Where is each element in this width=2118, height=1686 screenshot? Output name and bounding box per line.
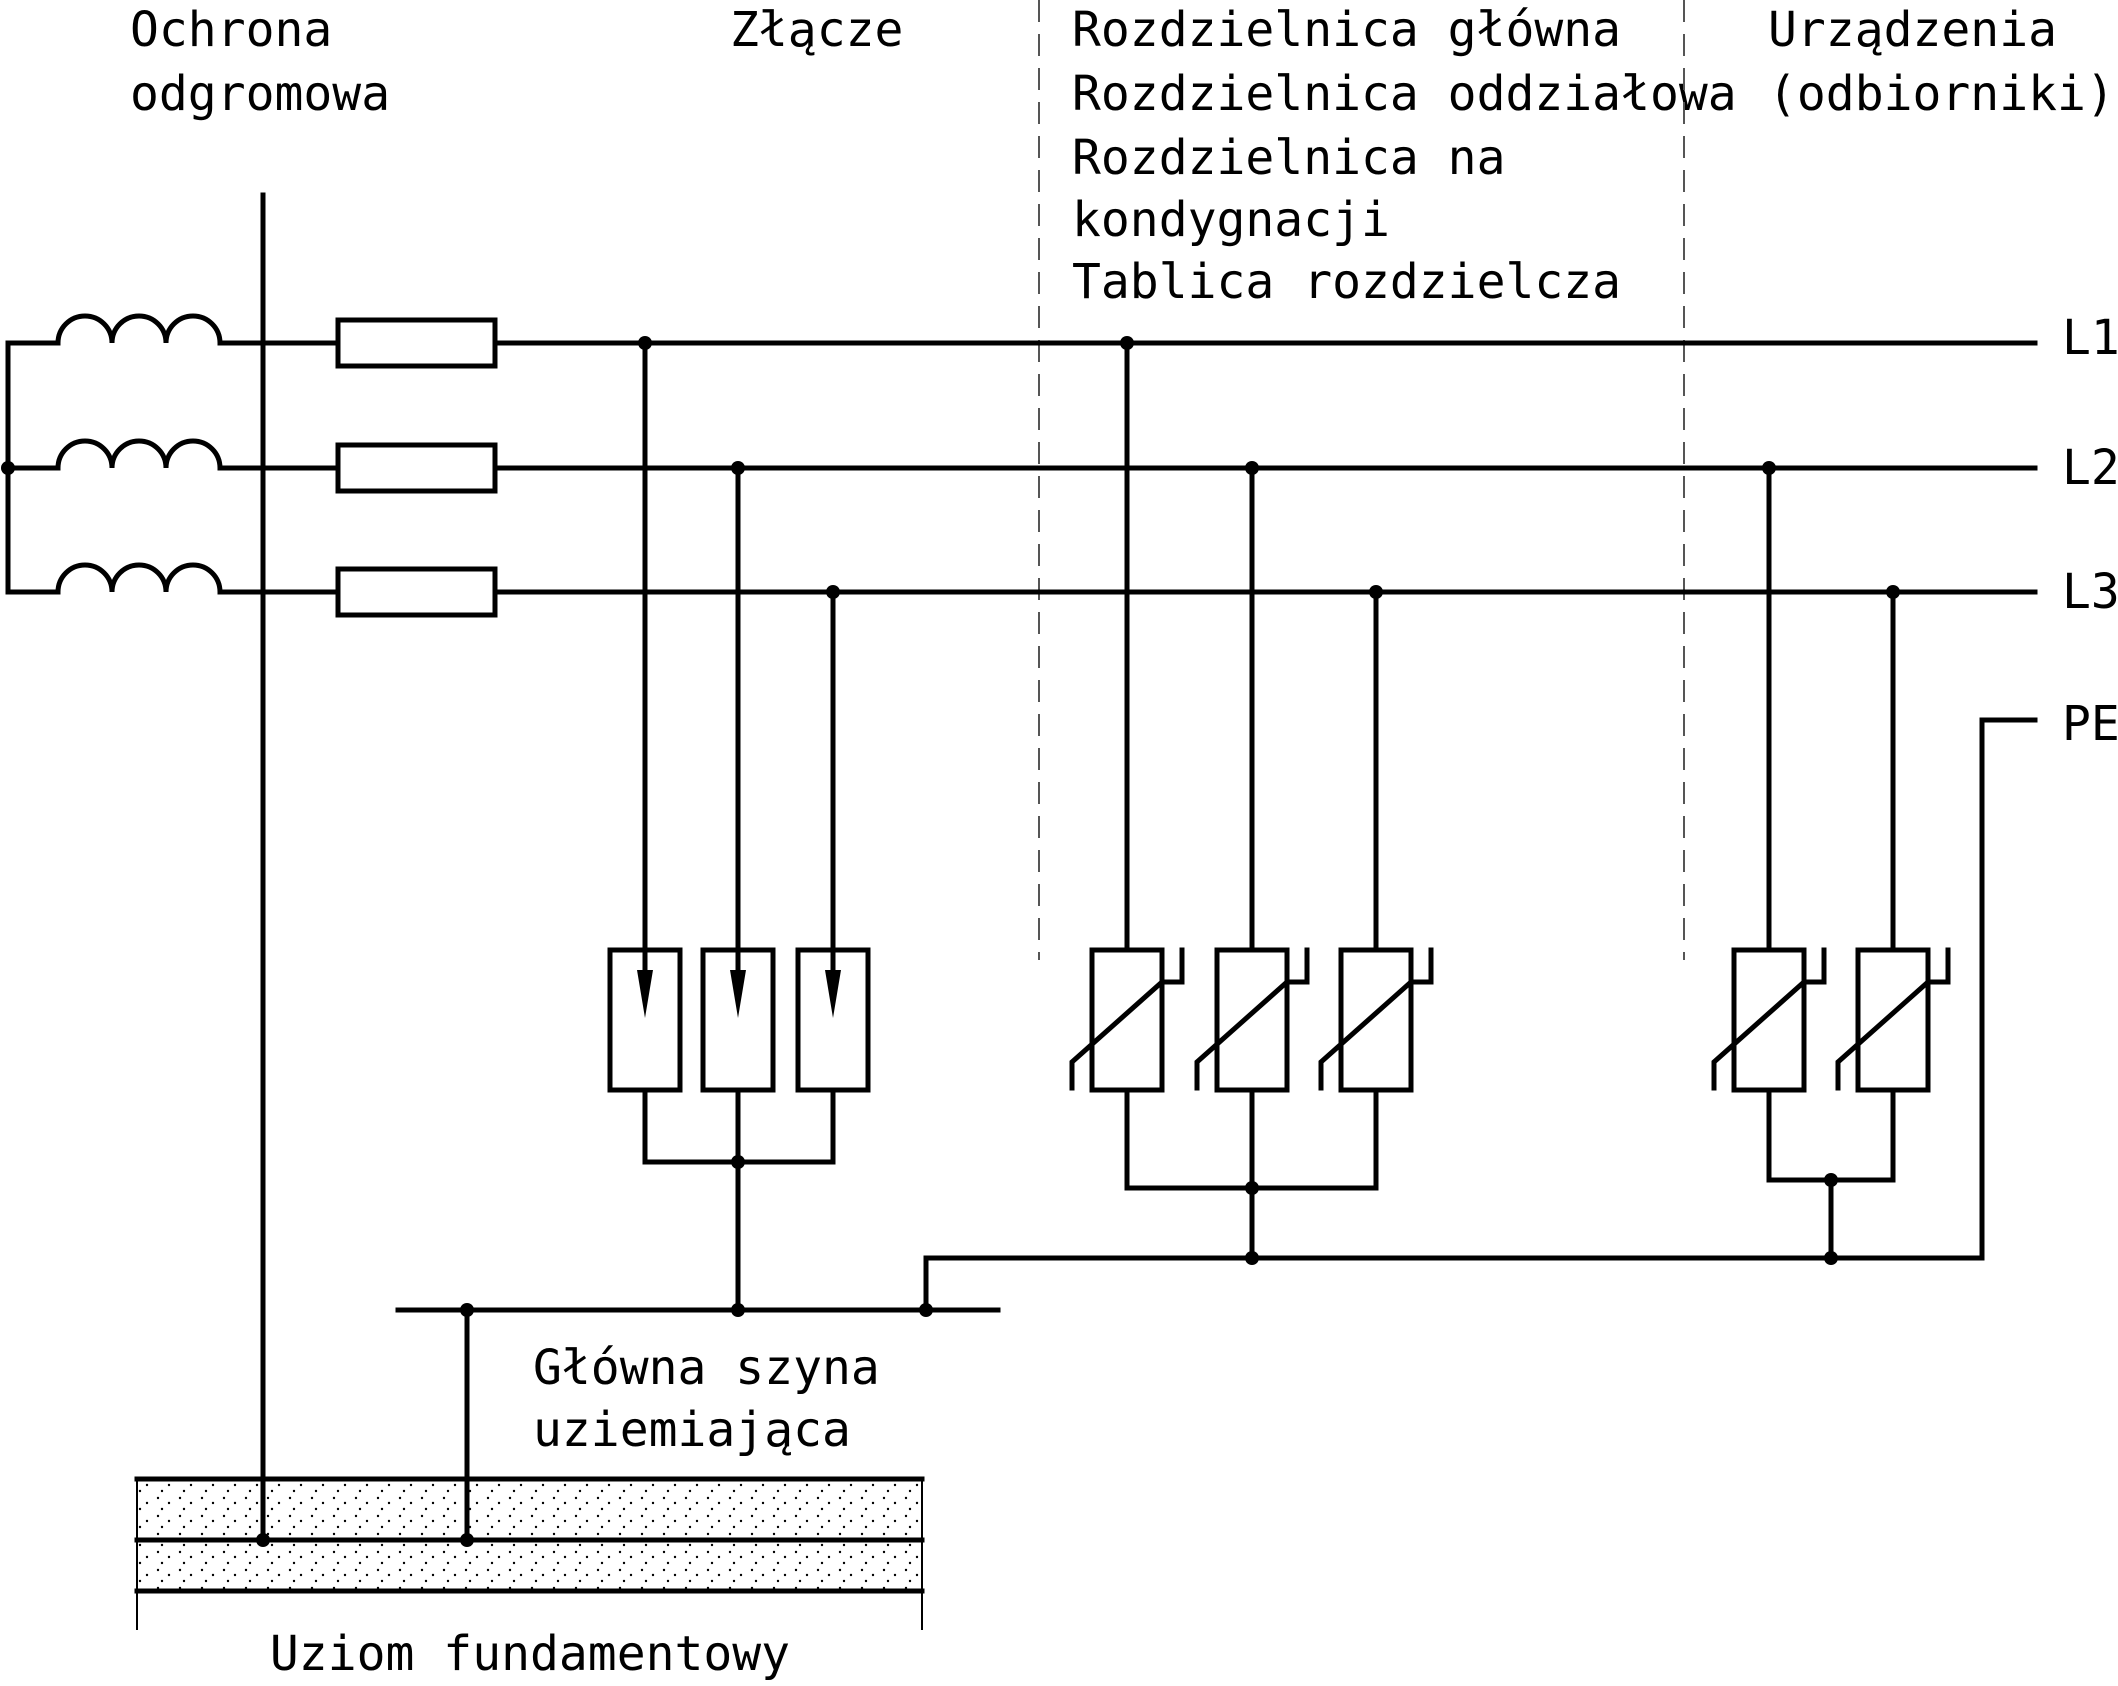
winding-l3 <box>8 562 255 595</box>
header-distribution-line-3: Rozdzielnica na <box>1072 130 1505 186</box>
header-lightning-protection: Ochrona odgromowa <box>130 2 390 122</box>
header-distribution-boards: Rozdzielnica główna Rozdzielnica oddział… <box>1072 2 1737 310</box>
fuse-l2 <box>335 442 498 494</box>
varistor-arrester-l3 <box>1318 947 1434 1093</box>
varistor-arrester-l2 <box>1194 947 1310 1093</box>
header-devices: Urządzenia (odbiorniki) <box>1768 2 2115 122</box>
label-pe: PE <box>2062 696 2118 752</box>
spark-gap-arrester-l2 <box>700 947 776 1093</box>
varistor-arrester-device-l2 <box>1711 947 1827 1093</box>
busbar-label-line-1: Główna szyna <box>533 1340 880 1396</box>
arrester-group-type2 <box>1069 336 1434 1265</box>
label-l2: L2 <box>2062 440 2118 496</box>
spark-gap-arrester-l1 <box>607 947 683 1093</box>
header-lightning-line-1: Ochrona <box>130 2 332 58</box>
winding-l2 <box>8 438 255 471</box>
header-distribution-line-5: Tablica rozdzielcza <box>1072 254 1621 310</box>
varistor-arrester-device-l3 <box>1835 947 1951 1093</box>
arrester-group-type1 <box>607 336 871 1313</box>
header-distribution-line-4: kondygnacji <box>1072 192 1390 248</box>
foundation-earth-electrode <box>134 1476 925 1630</box>
label-l1: L1 <box>2062 310 2118 366</box>
earth-electrode-label: Uziom fundamentowy <box>270 1626 790 1682</box>
label-l3: L3 <box>2062 564 2118 620</box>
spark-gap-arrester-l3 <box>795 947 871 1093</box>
header-devices-line-1: Urządzenia <box>1768 2 2057 58</box>
arrester-group-type3 <box>1711 461 1951 1265</box>
fuse-l3 <box>335 566 498 618</box>
transformer-windings <box>1 313 255 595</box>
conductor-pe <box>923 717 2038 1313</box>
header-lightning-line-2: odgromowa <box>130 66 390 122</box>
winding-l1 <box>8 313 255 346</box>
header-distribution-line-1: Rozdzielnica główna <box>1072 2 1621 58</box>
header-devices-line-2: (odbiorniki) <box>1768 66 2115 122</box>
fuse-l1 <box>335 317 498 369</box>
varistor-arrester-l1 <box>1069 947 1185 1093</box>
busbar-label-line-2: uziemiająca <box>533 1402 851 1458</box>
header-service-connection: Złącze <box>730 2 903 58</box>
header-distribution-line-2: Rozdzielnica oddziałowa <box>1072 66 1737 122</box>
